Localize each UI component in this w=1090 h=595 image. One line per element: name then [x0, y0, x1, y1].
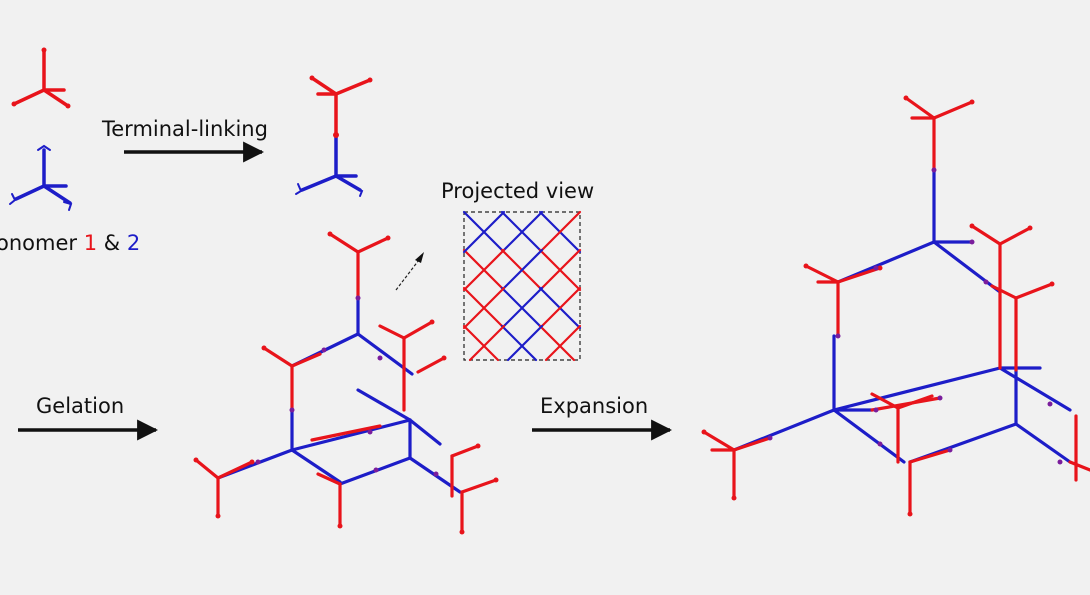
- gel-network-structure: [193, 231, 499, 535]
- monomer-2-structure: [9, 144, 73, 211]
- monomer-1-structure: [11, 47, 71, 109]
- projected-view-panel: [462, 210, 582, 362]
- view-direction-dashed-arrow-icon: [395, 252, 424, 291]
- monomer-label: onomer 1 & 2: [0, 231, 140, 255]
- linked-dimer-structure: [295, 75, 373, 197]
- gelation-label: Gelation: [36, 394, 124, 418]
- terminal-linking-label: Terminal-linking: [101, 117, 268, 141]
- expansion-label: Expansion: [540, 394, 648, 418]
- expanded-network-structure: [701, 95, 1090, 517]
- projected-view-label: Projected view: [441, 179, 594, 203]
